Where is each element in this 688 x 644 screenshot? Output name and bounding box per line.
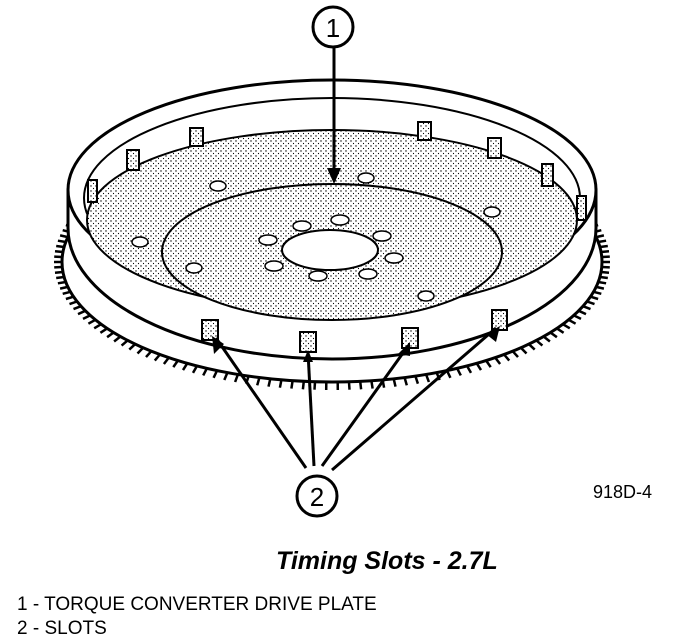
timing-slot (201, 319, 219, 341)
bolt-hole (308, 270, 328, 282)
bolt-hole (258, 234, 278, 246)
bolt-hole (384, 252, 404, 264)
timing-slot (189, 127, 204, 147)
bolt-hole (330, 214, 350, 226)
leader-arrowheads (212, 168, 500, 362)
legend-item-2: 2 - SLOTS (17, 618, 107, 639)
bolt-hole (357, 172, 375, 184)
timing-slot (541, 163, 554, 187)
bolt-hole (483, 206, 501, 218)
drive-plate-illustration: 1 2 (54, 5, 610, 518)
callout-1: 1 (311, 5, 355, 49)
timing-slot (576, 195, 587, 221)
arrowhead (398, 342, 410, 356)
leader-line-2c (320, 345, 410, 467)
figure-caption: Timing Slots - 2.7L (276, 547, 498, 575)
figure-code: 918D-4 (593, 482, 653, 502)
arrowhead (486, 326, 500, 342)
timing-slot (87, 179, 98, 203)
bolt-holes (131, 172, 501, 302)
timing-slots (87, 121, 587, 353)
callout-2: 2 (295, 474, 339, 518)
bolt-hole (264, 260, 284, 272)
callout-1-number: 1 (326, 13, 340, 43)
leader-line-2d (331, 326, 497, 472)
bolt-hole (292, 220, 312, 232)
bolt-hole (185, 262, 203, 274)
arrowhead (327, 168, 341, 184)
bolt-hole (417, 290, 435, 302)
bolt-hole (372, 230, 392, 242)
timing-slot (126, 149, 140, 171)
callout-2-number: 2 (310, 482, 324, 512)
legend-item-1: 1 - TORQUE CONVERTER DRIVE PLATE (17, 594, 377, 615)
center-hole (281, 229, 379, 271)
timing-slot (487, 137, 502, 159)
timing-slot (491, 309, 508, 331)
bolt-hole (131, 236, 149, 248)
bolt-hole (358, 268, 378, 280)
leader-lines (214, 46, 497, 472)
arrowhead (212, 336, 224, 354)
bolt-hole (209, 180, 227, 192)
leader-line-2b (306, 351, 316, 467)
timing-slot (299, 331, 317, 353)
arrowhead (303, 350, 313, 362)
timing-slot (417, 121, 432, 141)
leader-line-2a (214, 337, 308, 469)
